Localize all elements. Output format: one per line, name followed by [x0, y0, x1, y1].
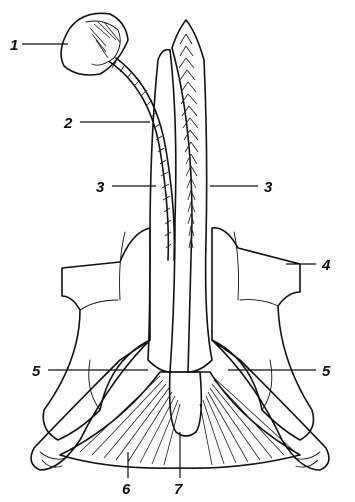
cord-2 — [110, 58, 174, 260]
left-lower-bar — [31, 340, 150, 470]
central-bars-3 — [148, 20, 212, 372]
label-7: 7 — [174, 481, 183, 498]
label-5-left: 5 — [32, 363, 41, 380]
right-wing-cartilage-4 — [212, 228, 314, 440]
label-6: 6 — [122, 481, 131, 498]
label-2: 2 — [63, 115, 73, 132]
label-3-right: 3 — [264, 179, 273, 196]
leader-lines — [22, 44, 316, 478]
label-1: 1 — [10, 37, 18, 54]
cup-structure-1 — [61, 13, 128, 75]
label-4: 4 — [321, 257, 331, 274]
label-3-left: 3 — [96, 179, 105, 196]
label-5-right: 5 — [322, 363, 331, 380]
